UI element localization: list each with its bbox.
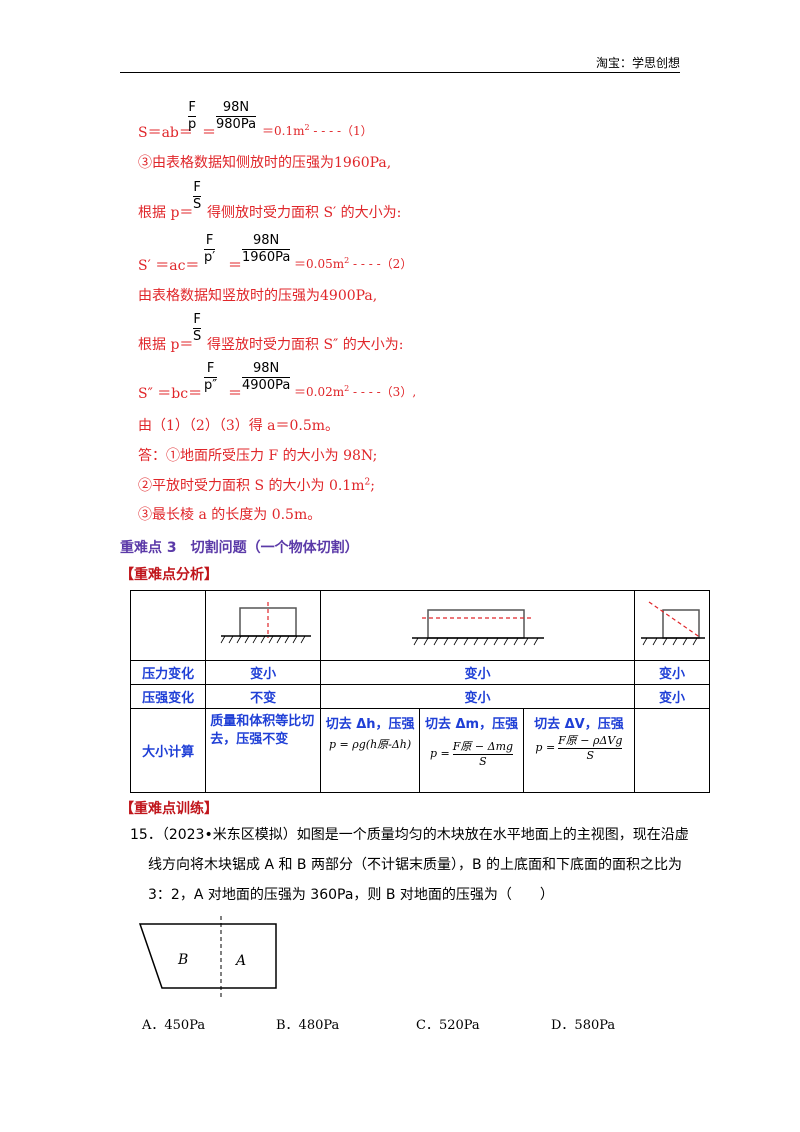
fraction-bar [188,116,197,117]
table-row-figures [129,590,710,661]
cell-calc-delta-h: 切去 Δh，压强 p = ρg(h原-Δh) [319,708,421,793]
calc-delta-h-title: 切去 Δh，压强 [325,717,415,732]
line-7-equals: ＝ [228,386,242,402]
fraction-98n-over-980pa: 98N 980Pa [216,100,257,133]
vertical-cut-diagram [220,601,312,643]
table-cell-figure-vertical-cut [205,590,321,661]
analysis-table: 压力变化 变小 变小 变小 压强变化 不变 变小 变小 大小计算 质量和体积等比… [129,590,710,793]
calc-delta-m-title: 切去 Δm，压强 [424,717,519,732]
horizontal-cut-diagram [411,608,544,645]
question-line-2: 线方向将木块锯成 A 和 B 两部分（不计锯末质量），B 的上底面和下底面的面积… [148,857,683,873]
fraction-f-over-p-prime: F p′ [204,233,216,266]
fraction-numerator: F [188,100,196,115]
fraction-bar [204,249,216,250]
cell-stress-1: 不变 [205,684,321,709]
line-11: ③最长棱 a 的长度为 0.5m。 [138,507,322,523]
line-1-prefix: S＝ab＝ [138,125,193,141]
fraction-numerator: F [205,233,214,248]
question-line-1: 15．（2023•米东区模拟）如图是一个质量均匀的木块放在水平地面上的主视图，现… [130,827,689,843]
line-5: 由表格数据知竖放时的压强为4900Pa, [138,288,378,304]
calc-delta-m-formula: p = F原 − Δmg S [430,740,514,768]
calc-delta-h-formula: p = ρg(h原-Δh) [329,738,412,751]
fraction-f-over-p-double-prime: F p″ [204,361,218,394]
calc-delta-v-title: 切去 ΔV，压强 [534,717,624,732]
line-6-suffix: 得竖放时受力面积 S″ 的大小为: [207,337,404,353]
header-divider [120,72,680,73]
fraction-bar [193,328,202,329]
row-label-pressure-force: 压力变化 [129,660,207,685]
trapezoid-block-figure [138,916,277,1000]
line-7-prefix: S″ ＝bc＝ [138,386,203,402]
line-2: ③由表格数据知侧放时的压强为1960Pa, [138,155,392,171]
question-text: 15．（2023•米东区模拟）如图是一个质量均匀的木块放在水平地面上的主视图，现… [130,820,710,910]
cell-calc-delta-v: 切去 ΔV，压强 p = F原 − ρΔVg S [522,708,636,793]
row-label-calculation: 大小计算 [129,708,207,793]
line-1-equals: ＝ [202,125,216,141]
option-c[interactable]: C．520Pa [416,1018,480,1033]
option-b[interactable]: B．480Pa [276,1018,340,1033]
fraction-98n-over-4900pa: 98N 4900Pa [242,361,291,394]
row-label-stress: 压强变化 [129,684,207,709]
table-cell-empty [129,590,207,661]
fraction-denominator: S [193,329,202,344]
calc-delta-v-formula: p = F原 − ρΔVg S [535,734,623,762]
figure-label-b: B [178,952,189,968]
fraction-denominator: p′ [204,250,216,265]
fraction-numerator: F [206,361,215,376]
table-cell-figure-horizontal-cut [319,590,636,661]
line-4-result: ＝0.05m2 - - - -（2） [294,256,413,271]
fraction-denominator: p″ [204,378,218,393]
cell-stress-2: 变小 [319,684,636,709]
training-heading: 【重难点训练】 [120,801,218,817]
fraction-f-over-s-2: F S [193,312,202,345]
option-a[interactable]: A．450Pa [142,1018,206,1033]
line-3-prefix: 根据 p＝ [138,205,194,221]
table-cell-figure-diagonal-cut [634,590,710,661]
cell-stress-3: 变小 [634,684,710,709]
fraction-denominator: 4900Pa [242,378,291,393]
diagonal-cut-diagram [641,601,706,645]
line-6-prefix: 根据 p＝ [138,337,194,353]
header-text: 淘宝：学思创想 [595,56,680,70]
cell-pressure-force-2: 变小 [319,660,636,685]
fraction-bar [204,377,218,378]
table-row-stress: 压强变化 不变 变小 变小 [129,684,710,709]
fraction-numerator: 98N [222,100,250,115]
line-3-suffix: 得侧放时受力面积 S′ 的大小为: [207,205,402,221]
fraction-bar [242,249,291,250]
line-4-prefix: S′ ＝ac＝ [138,258,200,274]
fraction-f-over-p: F p [188,100,197,133]
cell-pressure-force-1: 变小 [205,660,321,685]
fraction-bar [193,196,202,197]
table-row-pressure-force: 压力变化 变小 变小 变小 [129,660,710,685]
fraction-denominator: 980Pa [216,117,257,132]
line-1-result: ＝0.1m2 - - - -（1） [262,123,373,138]
fraction-f-over-s: F S [193,180,202,213]
fraction-denominator: p [188,117,197,132]
cell-calc-empty [634,708,710,793]
fraction-98n-over-1960pa: 98N 1960Pa [242,233,291,266]
fraction-numerator: F [193,312,201,327]
analysis-heading: 【重难点分析】 [120,567,218,583]
table-row-calculation: 大小计算 质量和体积等比切去，压强不变 切去 Δh，压强 p = ρg(h原-Δ… [129,708,710,793]
option-d[interactable]: D．580Pa [551,1018,616,1033]
fraction-denominator: S [193,197,202,212]
fraction-bar [216,116,257,117]
question-line-3: 3：2，A 对地面的压强为 360Pa，则 B 对地面的压强为（ ） [148,887,554,903]
fraction-bar [242,377,291,378]
line-4-equals: ＝ [228,258,242,274]
line-7-result: ＝0.02m2 - - - -（3）, [294,384,417,399]
line-10: ②平放时受力面积 S 的大小为 0.1m2; [138,477,375,494]
fraction-numerator: 98N [253,233,280,248]
fraction-denominator: 1960Pa [242,250,291,265]
fraction-numerator: F [193,180,201,195]
cell-calc-proportional: 质量和体积等比切去，压强不变 [205,708,321,793]
line-9: 答：①地面所受压力 F 的大小为 98N; [138,448,378,464]
cell-pressure-force-3: 变小 [634,660,710,685]
line-8: 由（1）（2）（3）得 a＝0.5m。 [138,418,340,434]
cell-calc-delta-m: 切去 Δm，压强 p = F原 − Δmg S [419,708,524,793]
section-title: 重难点 3 切割问题（一个物体切割） [120,540,359,556]
figure-label-a: A [236,953,247,969]
fraction-numerator: 98N [253,361,280,376]
